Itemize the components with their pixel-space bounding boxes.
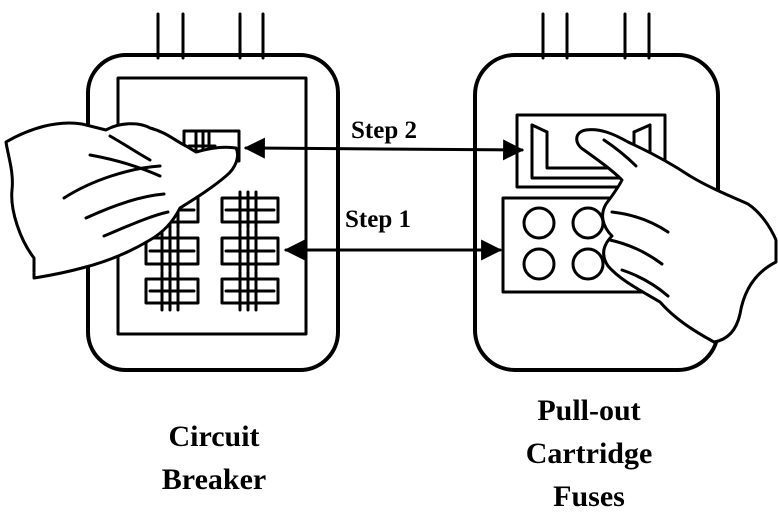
breaker-supply-wires	[156, 12, 265, 60]
cartridge-fuses-caption: Pull-out Cartridge Fuses	[526, 394, 653, 513]
step-2-arrow	[243, 137, 525, 161]
fuse-box-panel	[473, 12, 778, 372]
fuse-supply-wires	[541, 12, 651, 60]
step-2-label: Step 2	[351, 117, 417, 144]
fuse-socket	[522, 247, 556, 281]
caption-line: Cartridge	[526, 437, 653, 470]
caption-line: Circuit	[168, 420, 259, 453]
breaker-switch	[220, 228, 280, 272]
caption-line: Fuses	[553, 480, 625, 513]
left-hand-icon	[4, 121, 240, 280]
breaker-switch	[220, 190, 280, 230]
breaker-switch	[144, 270, 200, 312]
fuse-socket	[571, 206, 605, 240]
circuit-breaker-caption: Circuit Breaker	[162, 420, 266, 496]
circuit-breaker-panel	[4, 12, 340, 372]
step-1-label: Step 1	[345, 206, 411, 233]
right-hand-icon	[575, 128, 778, 344]
fuse-socket	[571, 247, 605, 281]
caption-line: Pull-out	[537, 394, 640, 427]
fuse-socket	[522, 206, 556, 240]
caption-line: Breaker	[162, 463, 266, 496]
breaker-switch	[220, 270, 280, 312]
breaker-switch	[144, 228, 200, 272]
